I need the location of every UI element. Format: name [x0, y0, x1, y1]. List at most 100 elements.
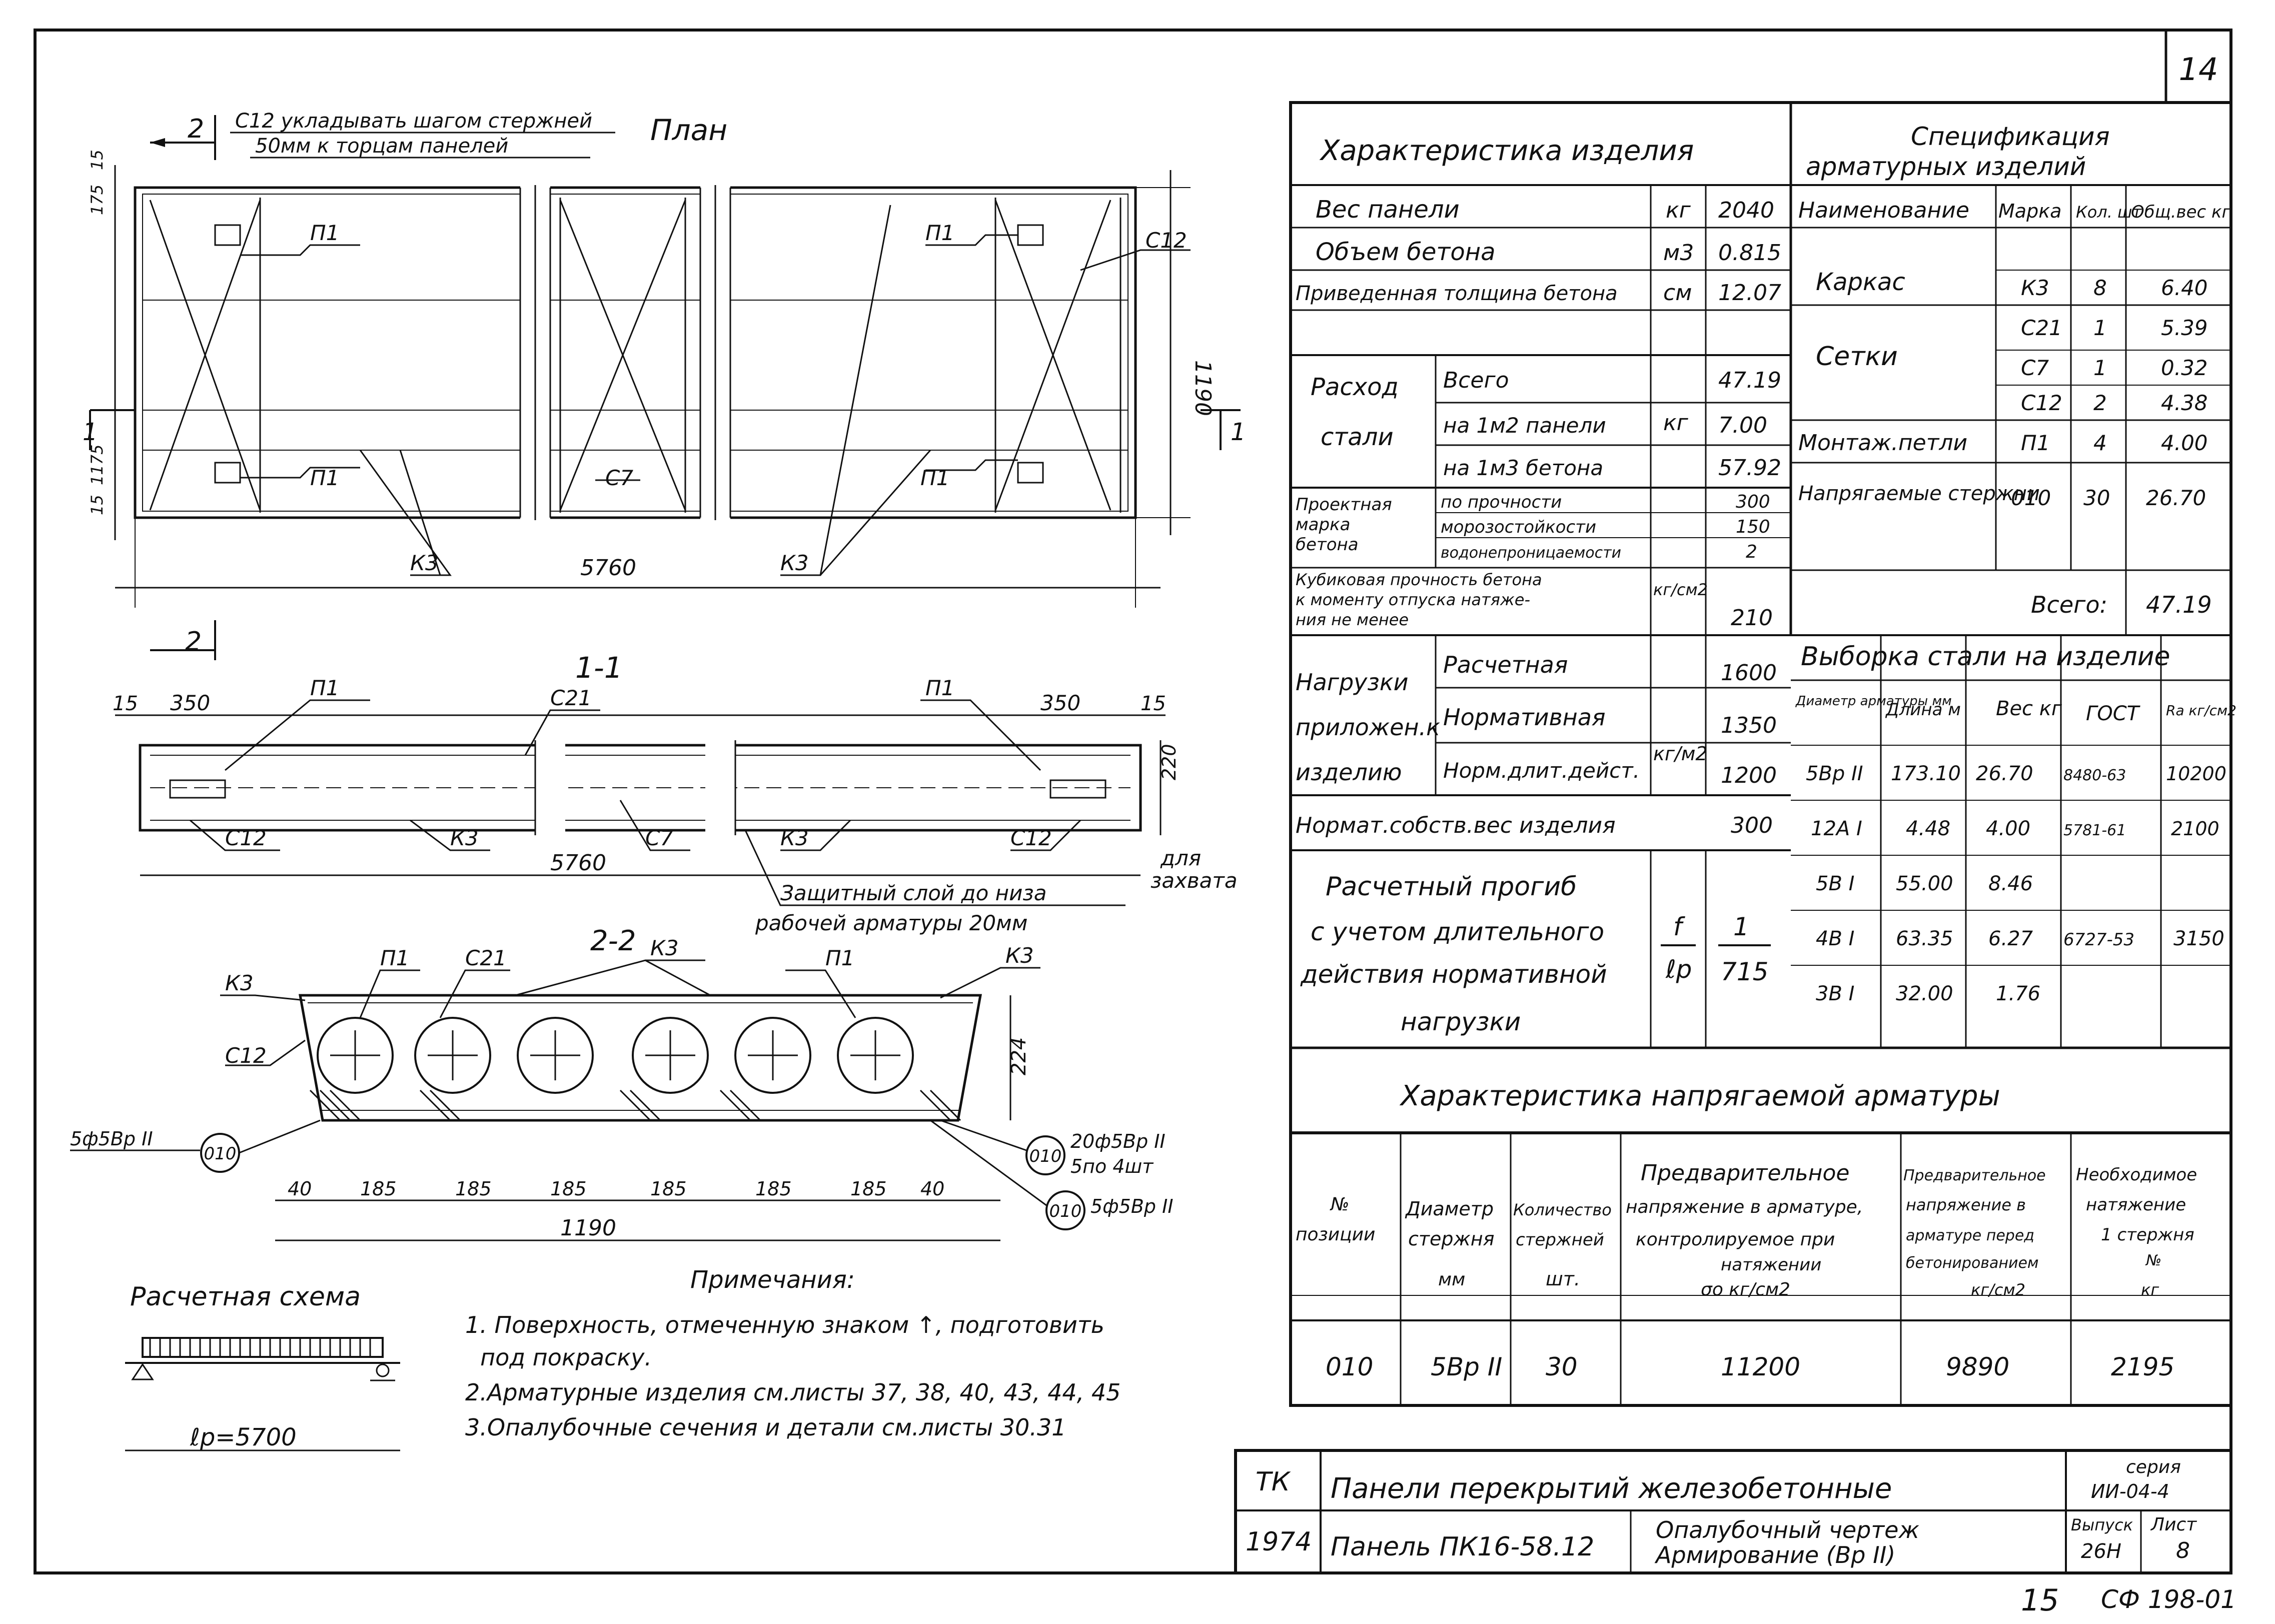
- spec-group-2-row1-mark: С21: [2021, 316, 2062, 340]
- spec-group-3-weight: 4.00: [2161, 431, 2208, 455]
- steel-row-2-diam: 12А I: [1811, 817, 1862, 840]
- steel-row-4-gost: 6727-53: [2063, 930, 2134, 950]
- prestress-table: Характеристика напрягаемой арматуры № по…: [1296, 1080, 2197, 1381]
- spec-group-4-weight: 26.70: [2146, 486, 2206, 510]
- steel-label-1: Расход: [1311, 373, 1399, 401]
- section-2-2-pos-right1: 010: [1029, 1146, 1062, 1166]
- spec-header-mark: Марка: [1998, 200, 2061, 222]
- section-2-2-label-k3-center: К3: [650, 936, 679, 960]
- prestress-title: Характеристика напрягаемой арматуры: [1399, 1080, 2000, 1112]
- scheme-title: Расчетная схема: [130, 1282, 361, 1312]
- ph-6-5: кг: [2141, 1280, 2159, 1299]
- prestress-cell-diam: 5Вр II: [1431, 1352, 1502, 1381]
- section-1-1-note-cover-line2: рабочей арматуры 20мм: [755, 911, 1027, 935]
- grade-unit: кг/см2: [1653, 580, 1708, 599]
- ph-6-2: натяжение: [2086, 1195, 2186, 1215]
- loads-row-2-name: Нормативная: [1443, 704, 1606, 731]
- steel-row-1-name: Всего: [1443, 368, 1509, 393]
- ph-5-4: бетонированием: [1906, 1254, 2039, 1272]
- deflection-value-bottom: 715: [1721, 957, 1768, 986]
- section-2-2-label-p1-left: П1: [380, 946, 409, 970]
- steel-row-1-diam: 5Вр II: [1806, 762, 1863, 785]
- char-row-2-value: 0.815: [1718, 240, 1781, 266]
- section-2-2-dim-40-right: 40: [920, 1178, 944, 1200]
- deflection-label-2: с учетом длительного: [1311, 917, 1604, 946]
- spec-group-2-row3-qty: 2: [2093, 391, 2107, 415]
- notes: Примечания: 1. Поверхность, отмеченную з…: [465, 1266, 1120, 1441]
- section-1-1-label-c12-left: С12: [225, 826, 267, 850]
- spec-group-2-row1-qty: 1: [2093, 316, 2107, 340]
- grade-label-3: бетона: [1296, 535, 1359, 555]
- spec-group-2-row2-qty: 1: [2093, 356, 2107, 380]
- spec-table: Спецификация арматурных изделий Наименов…: [1798, 122, 2231, 618]
- spec-group-4-name: Напрягаемые стержни: [1798, 482, 2040, 505]
- spec-header-name: Наименование: [1798, 198, 1969, 223]
- plan-label-p1-bottom-left: П1: [310, 466, 339, 490]
- steel-row-4-diam: 4В I: [1816, 927, 1854, 950]
- steel-row-4-ra: 3150: [2173, 927, 2224, 950]
- tb-issue-label: Выпуск: [2071, 1515, 2133, 1534]
- plan-label-p1-top-right: П1: [925, 221, 954, 245]
- steel-row-5-len: 32.00: [1896, 982, 1953, 1005]
- section-1-1-label-p1-left: П1: [310, 676, 339, 700]
- tb-series-value: ИИ-04-4: [2091, 1480, 2169, 1502]
- steel-row-2-value: 7.00: [1718, 413, 1767, 438]
- section-2-2-callout-right1: 20ф5Вр II: [1070, 1130, 1166, 1152]
- section-2-2-dim-40-left: 40: [288, 1178, 312, 1200]
- tb-org: ТК: [1256, 1467, 1291, 1497]
- spec-group-3-qty: 4: [2093, 431, 2107, 455]
- section-2-2-pos-left: 010: [204, 1144, 237, 1164]
- bottom-page-number: 15: [2021, 1583, 2059, 1618]
- plan-label-k3-left: К3: [410, 551, 439, 575]
- char-row-2-unit: м3: [1663, 240, 1694, 266]
- steel-row-2-gost: 5781-61: [2063, 822, 2126, 839]
- deflection-symbol-top: f: [1673, 912, 1685, 941]
- steel-row-2-name: на 1м2 панели: [1443, 413, 1606, 438]
- spec-group-3-mark: П1: [2021, 431, 2050, 455]
- plan-dim-length: 5760: [580, 555, 636, 581]
- scheme-span: ℓр=5700: [190, 1423, 297, 1451]
- notes-title: Примечания:: [690, 1266, 855, 1294]
- prestress-cell-pos: 010: [1326, 1352, 1373, 1381]
- plan-view: План С12 укладывать шагом стержней 50мм …: [83, 110, 1246, 660]
- loads-row-1-name: Расчетная: [1443, 651, 1568, 678]
- steel-unit: кг: [1663, 410, 1689, 436]
- steel-header-diam: Диаметр арматуры мм: [1795, 694, 1952, 709]
- void-circles: [317, 1017, 914, 1094]
- section-1-1-label-k3-left: К3: [450, 826, 479, 850]
- plan-note-line2: 50мм к торцам панелей: [255, 135, 508, 158]
- plan-dim-width: 1190: [1190, 360, 1216, 416]
- section-1-1-dim-350-left: 350: [170, 691, 210, 715]
- spec-group-2-row3-weight: 4.38: [2161, 391, 2208, 415]
- spec-header-qty: Кол. шт: [2076, 203, 2142, 222]
- grade-row-2-name: морозостойкости: [1441, 517, 1596, 537]
- steel-label-2: стали: [1321, 423, 1394, 451]
- char-table-title: Характеристика изделия: [1319, 135, 1694, 167]
- spec-total-value: 47.19: [2146, 591, 2212, 618]
- section-1-1-dim-350-right: 350: [1040, 691, 1080, 715]
- loads-unit: кг/м2: [1653, 743, 1708, 765]
- spec-group-1-name: Каркас: [1816, 268, 1905, 296]
- steel-row-5-diam: 3В I: [1816, 982, 1854, 1005]
- section-2-2-title: 2-2: [590, 925, 636, 957]
- plan-label-p1-bottom-right: П1: [920, 466, 949, 490]
- section-2-2-label-p1-right: П1: [825, 946, 854, 970]
- notes-item-3: 3.Опалубочные сечения и детали см.листы …: [465, 1414, 1066, 1441]
- steel-header-weight: Вес кг: [1996, 697, 2062, 720]
- spec-group-1-mark: К3: [2021, 276, 2049, 300]
- section-1-1-dim-15-left: 15: [113, 692, 138, 715]
- section-mark-1-right: 1: [1231, 418, 1246, 446]
- prestress-cell-force: 2195: [2111, 1352, 2174, 1381]
- grade-row-3-value: 2: [1746, 542, 1757, 562]
- section-2-2-dim-185-2: 185: [455, 1178, 492, 1200]
- steel-row-1-gost: 8480-63: [2063, 767, 2126, 784]
- steel-table-title: Выборка стали на изделие: [1801, 642, 2170, 672]
- steel-header-ra: Rа кг/см2: [2166, 702, 2236, 719]
- section-1-1-dim-length: 5760: [550, 850, 606, 876]
- plan-dim-1175: 1175: [88, 445, 107, 485]
- notes-item-1: 1. Поверхность, отмеченную знаком ↑, под…: [465, 1311, 1104, 1338]
- plan-title: План: [650, 113, 727, 147]
- steel-row-1-weight: 26.70: [1976, 762, 2033, 785]
- section-mark-2-top: 2: [188, 114, 204, 144]
